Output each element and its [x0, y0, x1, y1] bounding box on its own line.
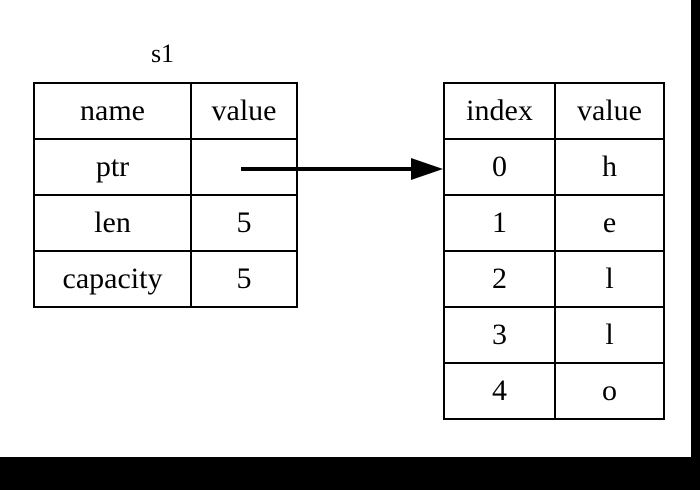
table-row: capacity 5 — [33, 250, 298, 308]
table-row: 4 o — [443, 362, 665, 420]
buffer-value-1: e — [554, 194, 665, 252]
table-row: 2 l — [443, 250, 665, 308]
table-row: 0 h — [443, 138, 665, 196]
struct-table: name value ptr len 5 capacity 5 — [33, 82, 298, 308]
buffer-table: index value 0 h 1 e 2 l 3 l 4 o — [443, 82, 665, 420]
buffer-value-0: h — [554, 138, 665, 196]
buffer-index-1: 1 — [443, 194, 556, 252]
table-row: 1 e — [443, 194, 665, 252]
buffer-index-0: 0 — [443, 138, 556, 196]
struct-header-name: name — [33, 82, 192, 140]
right-black-band — [691, 0, 700, 490]
struct-field-value-capacity: 5 — [190, 250, 298, 308]
table-row: len 5 — [33, 194, 298, 252]
buffer-value-3: l — [554, 306, 665, 364]
table-row: 3 l — [443, 306, 665, 364]
table-header-row: name value — [33, 82, 298, 140]
table-header-row: index value — [443, 82, 665, 140]
struct-field-name-ptr: ptr — [33, 138, 192, 196]
buffer-value-2: l — [554, 250, 665, 308]
bottom-black-band — [0, 457, 700, 490]
struct-header-value: value — [190, 82, 298, 140]
struct-title-label: s1 — [150, 39, 175, 68]
buffer-index-2: 2 — [443, 250, 556, 308]
buffer-value-4: o — [554, 362, 665, 420]
buffer-index-4: 4 — [443, 362, 556, 420]
buffer-header-index: index — [443, 82, 556, 140]
struct-field-name-capacity: capacity — [33, 250, 192, 308]
buffer-index-3: 3 — [443, 306, 556, 364]
arrow-head — [411, 158, 443, 180]
struct-field-name-len: len — [33, 194, 192, 252]
buffer-header-value: value — [554, 82, 665, 140]
struct-field-value-len: 5 — [190, 194, 298, 252]
arrow-right-icon — [241, 158, 443, 180]
